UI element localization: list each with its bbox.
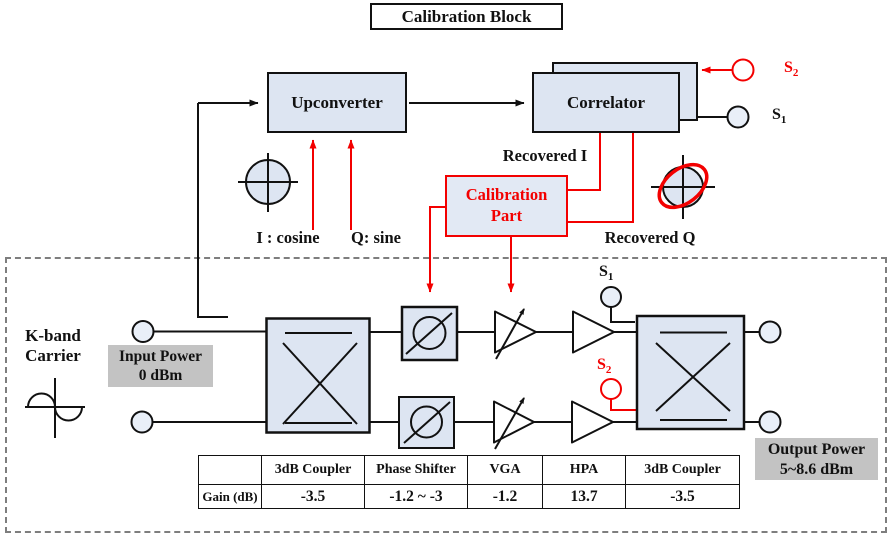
wire-s1-tap — [610, 307, 635, 323]
output-power-label: Output Power 5~8.6 dBm — [755, 438, 878, 480]
gain-row-label: Gain (dB) — [198, 484, 262, 509]
kband-carrier-label: K-band Carrier — [16, 326, 90, 366]
s1-probe-label: S1 — [599, 263, 614, 284]
coupler-output — [635, 314, 746, 431]
input-power-label: Input Power 0 dBm — [108, 345, 213, 387]
calibration-part-label: Calibration Part — [465, 185, 548, 225]
gain-table: 3dB Coupler Phase Shifter VGA HPA 3dB Co… — [198, 455, 740, 509]
s2-probe-label: S2 — [597, 356, 612, 377]
output-power-line2: 5~8.6 dBm — [779, 460, 854, 478]
arrow-recovered-i — [557, 133, 601, 194]
wire-carrier-tap — [197, 103, 228, 318]
recovered-i-label: Recovered I — [502, 146, 588, 165]
gain-table-header-hpa: HPA — [542, 455, 626, 485]
gain-hpa: 13.7 — [542, 484, 626, 509]
output-port-bottom — [758, 410, 782, 434]
hpa-bottom — [571, 400, 614, 444]
kband-line1: K-band — [25, 326, 81, 345]
s2-source-label: S2 — [784, 59, 799, 80]
gain-table-value-row: Gain (dB) -3.5 -1.2 ~ -3 -1.2 13.7 -3.5 — [198, 484, 740, 509]
gain-coupler2: -3.5 — [625, 484, 740, 509]
q-sine-label: Q: sine — [351, 228, 401, 247]
diagram-title: Calibration Block — [370, 3, 563, 30]
input-power-line1: Input Power — [118, 348, 203, 365]
gain-table-header-phase-shifter: Phase Shifter — [364, 455, 468, 485]
output-power-line1: Output Power — [767, 441, 866, 458]
vga-top — [494, 308, 537, 360]
phase-shifter-bottom — [398, 396, 455, 449]
input-power-line2: 0 dBm — [138, 367, 183, 384]
s1-probe-port — [600, 286, 622, 308]
gain-coupler1: -3.5 — [261, 484, 365, 509]
i-cosine-label: I : cosine — [256, 228, 320, 247]
output-port-top — [758, 320, 782, 344]
recovered-q-label: Recovered Q — [604, 228, 696, 247]
s1-source-label: S1 — [772, 106, 787, 127]
wire-s2-tap — [610, 399, 636, 411]
vga-bottom — [493, 397, 535, 450]
gain-phase-shifter: -1.2 ~ -3 — [364, 484, 468, 509]
gain-table-header-row: 3dB Coupler Phase Shifter VGA HPA 3dB Co… — [198, 455, 740, 485]
input-port-top — [131, 320, 155, 343]
gain-vga: -1.2 — [467, 484, 543, 509]
correlator-block: Correlator — [532, 72, 680, 133]
phase-shifter-top — [400, 305, 459, 362]
kband-line2: Carrier — [25, 346, 81, 365]
ports — [130, 58, 782, 434]
correlator-label: Correlator — [566, 92, 646, 112]
s2-probe-port — [600, 378, 622, 400]
distorted-constellation-icon — [651, 155, 715, 219]
coupler-input — [265, 317, 371, 434]
rf-frontend-dashed-region — [5, 257, 887, 533]
arrow-recovered-q — [557, 133, 634, 226]
gain-table-corner-cell — [198, 455, 262, 485]
upconverter-label: Upconverter — [291, 92, 383, 112]
arrow-control-phase-shifter — [426, 206, 445, 293]
s2-source-port — [731, 58, 755, 82]
ideal-constellation-icon — [238, 153, 298, 212]
hpa-top — [572, 310, 615, 354]
gain-table-header-coupler1: 3dB Coupler — [261, 455, 365, 485]
upconverter-block: Upconverter — [267, 72, 407, 133]
gain-table-header-vga: VGA — [467, 455, 543, 485]
gain-table-header-coupler2: 3dB Coupler — [625, 455, 740, 485]
sine-wave-icon — [25, 378, 85, 438]
input-port-bottom — [130, 410, 154, 434]
calibration-part-block: Calibration Part — [445, 175, 568, 237]
s1-source-port — [726, 105, 750, 129]
